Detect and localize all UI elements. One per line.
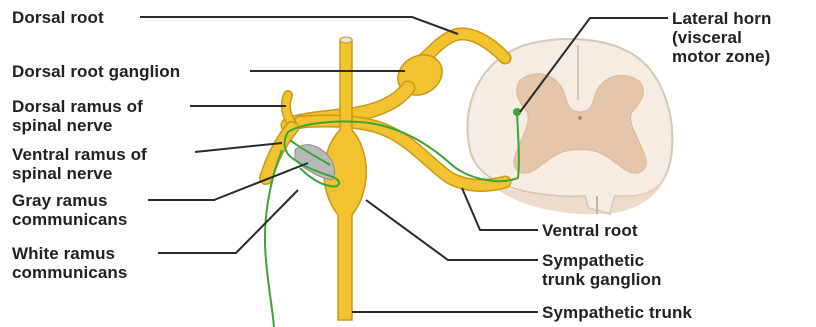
label-lateral-horn-line2: (visceral (672, 28, 771, 47)
label-sympathetic-trunk-ganglion-line2: trunk ganglion (542, 270, 661, 289)
label-white-ramus-line2: communicans (12, 263, 127, 282)
label-dorsal-root-ganglion-text: Dorsal root ganglion (12, 62, 180, 81)
label-gray-ramus-line2: communicans (12, 210, 127, 229)
label-ventral-root: Ventral root (542, 221, 638, 240)
label-sympathetic-trunk-ganglion: Sympathetic trunk ganglion (542, 251, 661, 289)
label-ventral-root-text: Ventral root (542, 221, 638, 240)
label-ventral-ramus-line2: spinal nerve (12, 164, 147, 183)
label-sympathetic-trunk-text: Sympathetic trunk (542, 303, 692, 322)
label-white-ramus-line1: White ramus (12, 244, 127, 263)
leader-ventral-ramus (195, 143, 282, 152)
label-ventral-ramus: Ventral ramus of spinal nerve (12, 145, 147, 183)
label-dorsal-root: Dorsal root (12, 8, 104, 27)
label-sympathetic-trunk-ganglion-line1: Sympathetic (542, 251, 661, 270)
label-gray-ramus: Gray ramus communicans (12, 191, 127, 229)
label-dorsal-ramus-line1: Dorsal ramus of (12, 97, 143, 116)
label-lateral-horn: Lateral horn (visceral motor zone) (672, 9, 771, 66)
label-dorsal-root-ganglion: Dorsal root ganglion (12, 62, 180, 81)
label-gray-ramus-line1: Gray ramus (12, 191, 127, 210)
label-white-ramus: White ramus communicans (12, 244, 127, 282)
label-lateral-horn-line1: Lateral horn (672, 9, 771, 28)
label-sympathetic-trunk: Sympathetic trunk (542, 303, 692, 322)
label-dorsal-ramus-line2: spinal nerve (12, 116, 143, 135)
leader-dorsal-root (140, 17, 458, 34)
label-ventral-ramus-line1: Ventral ramus of (12, 145, 147, 164)
label-dorsal-ramus: Dorsal ramus of spinal nerve (12, 97, 143, 135)
leader-gray-ramus (148, 163, 308, 200)
label-lateral-horn-line3: motor zone) (672, 47, 771, 66)
label-dorsal-root-text: Dorsal root (12, 8, 104, 27)
